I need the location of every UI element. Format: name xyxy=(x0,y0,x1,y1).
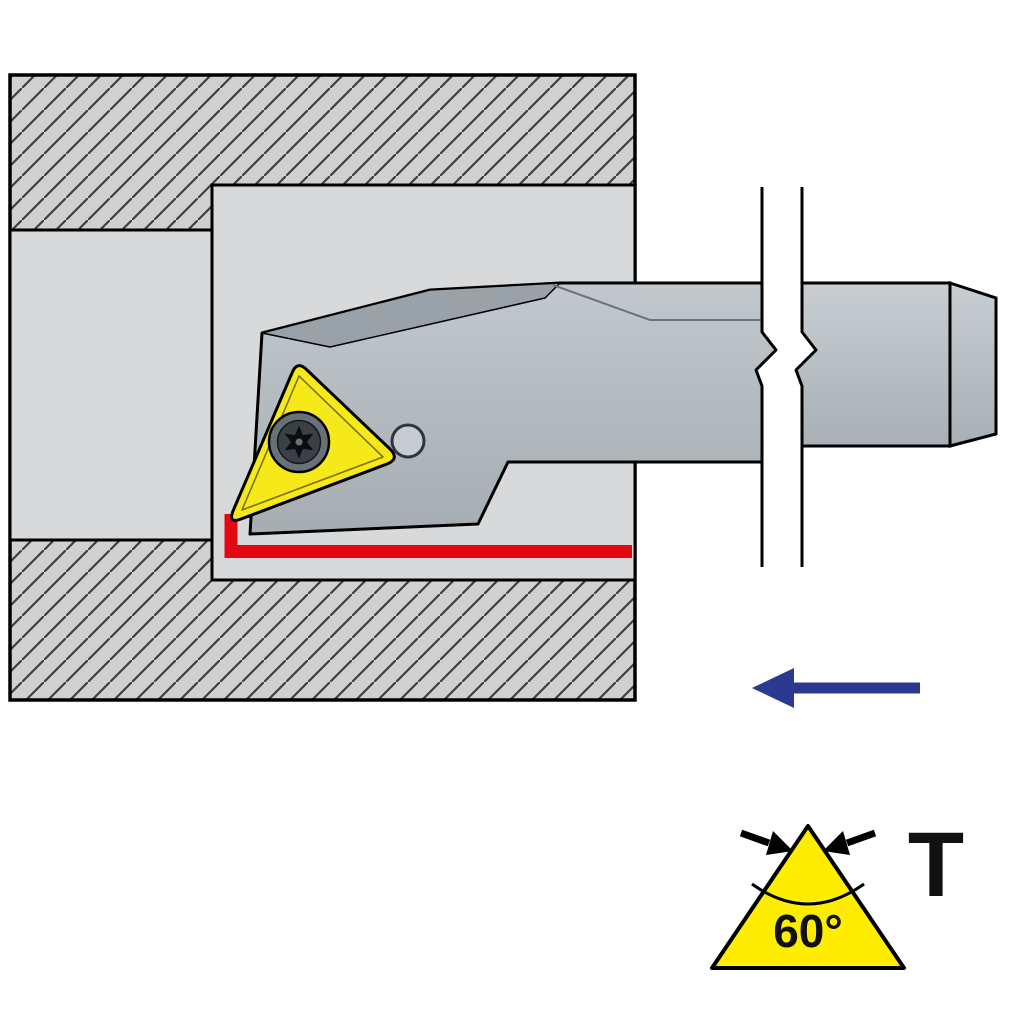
break-line-right xyxy=(794,187,818,567)
small-bore-cavity xyxy=(8,228,214,542)
apex-pointer-left-icon xyxy=(739,829,793,855)
symbol-triangle xyxy=(710,824,906,970)
pointer-tail-right xyxy=(845,829,877,847)
apex-pointer-right-icon xyxy=(823,829,877,855)
pointer-tail-left xyxy=(739,829,771,847)
apex-angle-arc xyxy=(751,882,865,906)
break-line-left xyxy=(754,187,778,567)
head-hole xyxy=(390,423,426,459)
insert-code-label: T xyxy=(908,814,964,916)
shank-facet-line xyxy=(552,284,780,321)
pointer-head-right xyxy=(823,831,850,855)
cutting-insert xyxy=(230,364,396,522)
pointer-head-left xyxy=(766,831,793,855)
bar-end-chamfer xyxy=(948,280,998,448)
machined-surface-line xyxy=(224,514,632,558)
screw-center-dot xyxy=(295,438,303,446)
insert-shape-symbol: 60° T xyxy=(710,814,964,970)
arrow-head xyxy=(752,668,794,708)
shaft-break-symbol xyxy=(754,187,818,567)
angle-label: 60° xyxy=(773,905,843,957)
tool-head-top-facet xyxy=(261,282,561,348)
feed-direction-arrow-icon xyxy=(752,668,920,708)
torx-screw-icon xyxy=(267,410,331,474)
